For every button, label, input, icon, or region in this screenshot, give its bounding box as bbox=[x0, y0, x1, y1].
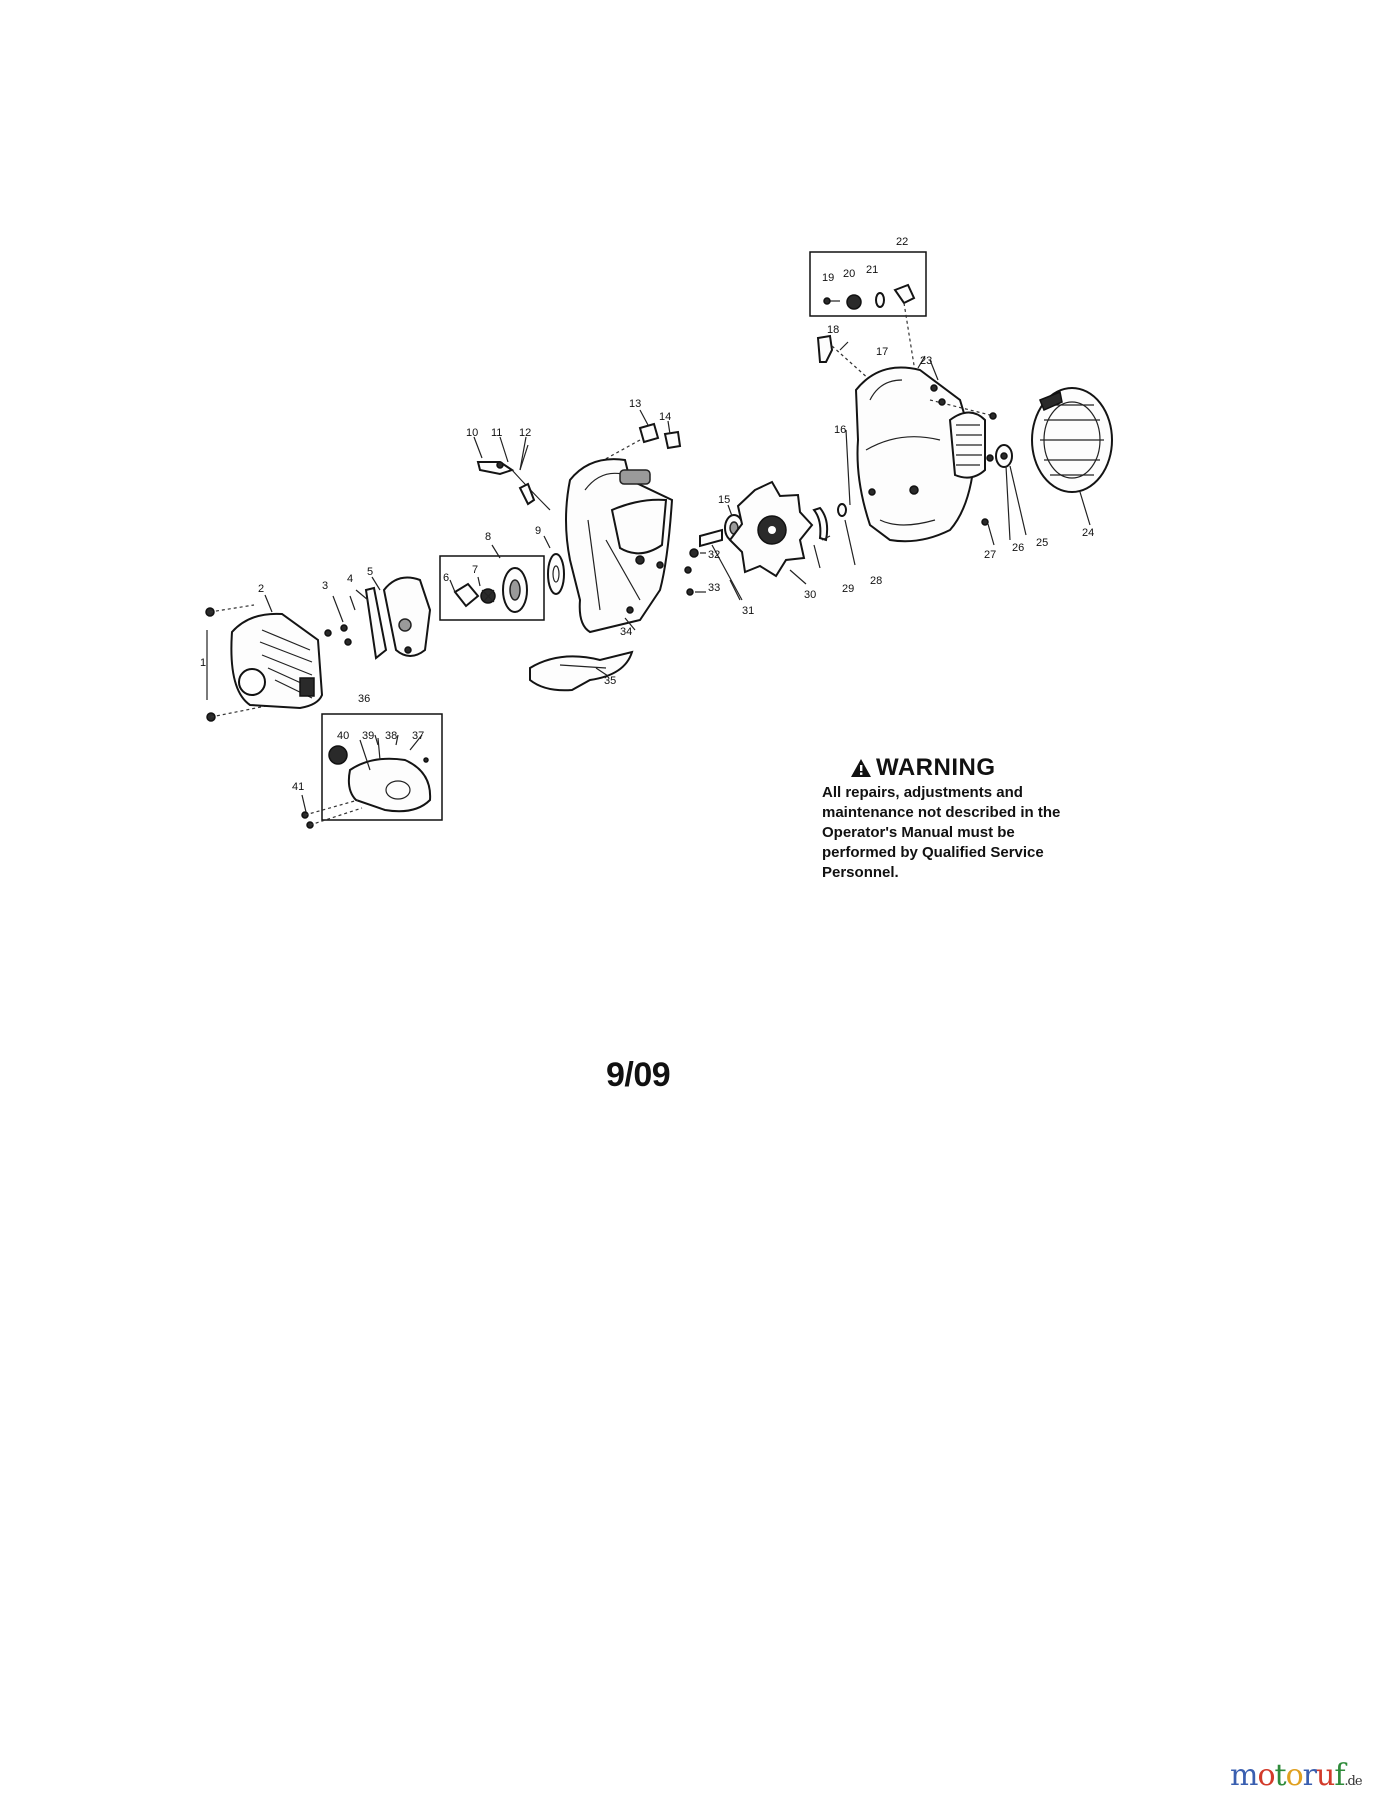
part-25-pulley bbox=[995, 444, 1013, 468]
callout-39: 39 bbox=[362, 730, 374, 742]
callout-40: 40 bbox=[337, 730, 349, 742]
part-18-switch bbox=[816, 334, 871, 381]
part-17-fan-housing bbox=[854, 366, 991, 543]
callout-29: 29 bbox=[842, 583, 854, 595]
callout-36: 36 bbox=[358, 693, 370, 705]
part-3-screw bbox=[324, 595, 352, 646]
parts-32-33-screws bbox=[684, 548, 706, 596]
parts-10-12-throttle-linkage bbox=[476, 444, 551, 511]
callout-24: 24 bbox=[1082, 527, 1094, 539]
watermark-letter: u bbox=[1315, 1758, 1335, 1793]
callout-11: 11 bbox=[491, 427, 502, 439]
revision-date: 9/09 bbox=[606, 1056, 671, 1094]
callout-22: 22 bbox=[896, 236, 908, 248]
callout-21: 21 bbox=[866, 264, 878, 276]
part-8-assembly-box bbox=[439, 555, 545, 621]
callout-4: 4 bbox=[347, 573, 353, 585]
part-24-starter-cover bbox=[1031, 387, 1113, 493]
callout-9: 9 bbox=[535, 525, 541, 537]
parts-13-14 bbox=[599, 422, 682, 463]
callout-23: 23 bbox=[920, 355, 932, 367]
callout-27: 27 bbox=[984, 549, 996, 561]
callout-32: 32 bbox=[708, 549, 720, 561]
callout-1: 1 bbox=[200, 657, 206, 669]
callout-12: 12 bbox=[519, 427, 531, 439]
callout-17: 17 bbox=[876, 346, 888, 358]
watermark-letter: o bbox=[1257, 1758, 1275, 1793]
part-30-impeller bbox=[728, 480, 814, 578]
watermark-letter: f bbox=[1334, 1758, 1345, 1793]
leader-lines bbox=[264, 341, 1091, 813]
callout-5: 5 bbox=[367, 566, 373, 578]
callout-14: 14 bbox=[659, 411, 671, 423]
callout-41: 41 bbox=[292, 781, 304, 793]
callout-6: 6 bbox=[443, 572, 449, 584]
callout-10: 10 bbox=[466, 427, 478, 439]
part-1-screws bbox=[205, 604, 297, 722]
callout-20: 20 bbox=[843, 268, 855, 280]
warning-notice: WARNING All repairs, adjustments and mai… bbox=[822, 755, 1092, 883]
parts-23-26-27-screws bbox=[929, 359, 997, 526]
callout-33: 33 bbox=[708, 582, 720, 594]
watermark-letter: r bbox=[1302, 1758, 1317, 1793]
warning-title-text: WARNING bbox=[876, 754, 996, 781]
callout-37: 37 bbox=[412, 730, 424, 742]
callout-26: 26 bbox=[1012, 542, 1024, 554]
part-36-assembly-box bbox=[301, 713, 443, 829]
part-9-washer bbox=[547, 553, 565, 595]
callout-19: 19 bbox=[822, 272, 834, 284]
callout-31: 31 bbox=[742, 605, 754, 617]
callout-15: 15 bbox=[718, 494, 730, 506]
callout-28: 28 bbox=[870, 575, 882, 587]
watermark-brand: motoruf bbox=[1230, 1758, 1345, 1793]
parts-28-29 bbox=[812, 503, 847, 542]
part-4-gasket bbox=[355, 586, 388, 660]
part-5-plate bbox=[382, 576, 432, 657]
callout-38: 38 bbox=[385, 730, 397, 742]
callout-34: 34 bbox=[620, 626, 632, 638]
part-2-air-filter-cover bbox=[230, 612, 324, 710]
callout-25: 25 bbox=[1036, 537, 1048, 549]
watermark-domain: .de bbox=[1344, 1774, 1362, 1789]
callout-13: 13 bbox=[629, 398, 641, 410]
warning-triangle-icon bbox=[851, 759, 871, 777]
callout-7: 7 bbox=[472, 564, 478, 576]
watermark-letter: t bbox=[1274, 1758, 1287, 1793]
callout-18: 18 bbox=[827, 324, 839, 336]
part-35-handle bbox=[529, 650, 634, 692]
callout-numbers: 1 2 3 4 5 6 7 8 9 10 11 12 13 14 15 16 1… bbox=[200, 236, 1094, 793]
callout-2: 2 bbox=[258, 583, 264, 595]
callout-16: 16 bbox=[834, 424, 846, 436]
part-34-blower-housing bbox=[565, 458, 674, 634]
callout-8: 8 bbox=[485, 531, 491, 543]
watermark-letter: m bbox=[1230, 1758, 1258, 1793]
callout-3: 3 bbox=[322, 580, 328, 592]
part-22-assembly-box bbox=[809, 251, 927, 391]
warning-title: WARNING bbox=[822, 755, 1092, 781]
part-31-spacer bbox=[699, 528, 743, 601]
callout-35: 35 bbox=[604, 675, 616, 687]
warning-text: All repairs, adjustments and maintenance… bbox=[822, 784, 1061, 881]
watermark-letter: o bbox=[1285, 1758, 1304, 1793]
callout-30: 30 bbox=[804, 589, 816, 601]
watermark-logo: motoruf.de bbox=[1230, 1758, 1363, 1793]
